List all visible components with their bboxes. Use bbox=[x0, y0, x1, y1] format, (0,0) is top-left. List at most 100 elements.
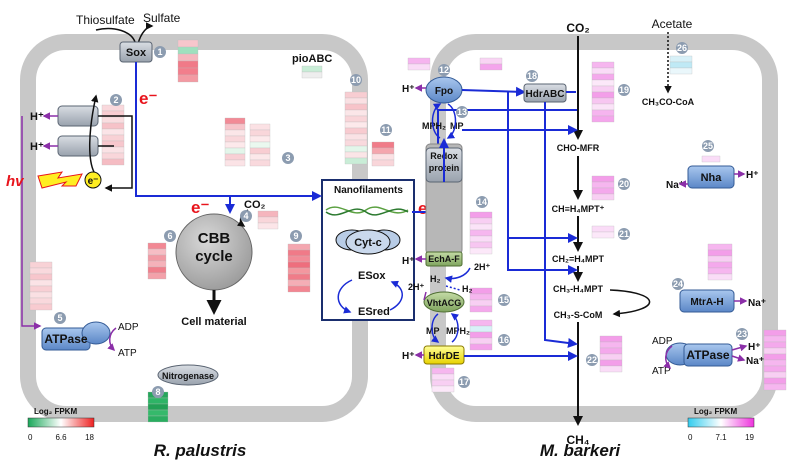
cbb-label: CBB cycle bbox=[195, 230, 233, 265]
ch3co-coa-label: CH₃CO-CoA bbox=[642, 97, 695, 107]
atpase-right-label: ATPase bbox=[686, 348, 729, 362]
badge-8-label: 8 bbox=[155, 387, 160, 397]
acetate-label: Acetate bbox=[652, 17, 693, 31]
atp-right-arrow bbox=[663, 345, 673, 370]
badge-11-label: 11 bbox=[381, 125, 391, 135]
heatmap-25 bbox=[701, 155, 721, 163]
badge-4-label: 4 bbox=[243, 211, 248, 221]
h-plus-atpase: H⁺ bbox=[748, 342, 761, 353]
badge-26 bbox=[676, 42, 688, 54]
legend-right-max: 19 bbox=[745, 433, 754, 442]
na-atpase: Na⁺ bbox=[746, 356, 764, 367]
heatmap-15 bbox=[469, 287, 493, 313]
mp-bottom-cycle-1 bbox=[430, 313, 440, 343]
badge-18-label: 18 bbox=[527, 71, 537, 81]
cell-material-label: Cell material bbox=[181, 316, 247, 328]
cell-material-wrap: Cell material bbox=[181, 316, 247, 328]
heatmap-4 bbox=[257, 210, 279, 230]
legend-right-bar bbox=[687, 417, 755, 428]
badge-21 bbox=[618, 228, 630, 240]
two-h-echa: 2H⁺ bbox=[474, 262, 491, 272]
badge-21-label: 21 bbox=[619, 229, 629, 239]
heatmap-pio bbox=[301, 65, 323, 79]
ch3-s-com-label: CH₃-S-CoM bbox=[554, 310, 603, 320]
heatmap-20 bbox=[591, 175, 615, 201]
atp-synthesis-arrow bbox=[107, 327, 117, 352]
nanofilament-2 bbox=[325, 208, 409, 216]
h-plus-nha: H⁺ bbox=[746, 170, 759, 181]
two-h-vht: 2H⁺ bbox=[408, 282, 425, 292]
heatmap-23 bbox=[763, 329, 787, 391]
nha-box bbox=[687, 165, 735, 189]
electron-flow-sox bbox=[135, 62, 322, 201]
cho-mfr-label: CHO-MFR bbox=[557, 143, 600, 153]
heatmap-6 bbox=[147, 242, 167, 280]
legend-right-title: Log₂ FPKM bbox=[694, 407, 737, 416]
badge-18 bbox=[526, 70, 538, 82]
heatmap-19 bbox=[591, 61, 615, 123]
legend-right: Log₂ FPKM 0 7.1 19 bbox=[687, 407, 755, 442]
badge-6-label: 6 bbox=[167, 231, 172, 241]
h-plus-2: H⁺ bbox=[30, 141, 44, 153]
legend-left-max: 18 bbox=[85, 433, 94, 442]
na-mtr: Na⁺ bbox=[748, 298, 766, 309]
badge-24 bbox=[672, 278, 684, 290]
h-plus-1: H⁺ bbox=[30, 111, 44, 123]
heatmap-2 bbox=[101, 104, 125, 166]
heatmap-strips bbox=[29, 39, 787, 423]
badge-10 bbox=[350, 74, 362, 86]
badge-8 bbox=[152, 386, 164, 398]
badge-9 bbox=[290, 230, 302, 242]
right-cell: CO₂ CHO-MFR CH≡H₄MPT⁺ CH₂=H₄MPT CH₃-H₄MP… bbox=[402, 17, 766, 460]
badge-5-label: 5 bbox=[57, 313, 62, 323]
badge-11 bbox=[380, 124, 392, 136]
nitrogenase-label: Nitrogenase bbox=[162, 371, 214, 381]
ch2-h4mpt-label: CH₂=H₄MPT bbox=[552, 254, 605, 264]
left-cell: Thiosulfate Sulfate Sox pioABC e⁻ e⁻ H⁺ … bbox=[6, 11, 332, 460]
badge-17 bbox=[458, 376, 470, 388]
atpase-left-label: ATPase bbox=[44, 332, 87, 346]
badge-15-label: 15 bbox=[499, 295, 509, 305]
right-organism-label: M. barkeri bbox=[540, 441, 622, 460]
na-nha: Na⁺ bbox=[666, 180, 684, 191]
badge-10-label: 10 bbox=[351, 75, 361, 85]
ch3-transfer-arrow bbox=[609, 289, 651, 318]
heatmap-26 bbox=[669, 55, 693, 75]
badge-26-label: 26 bbox=[677, 43, 687, 53]
badge-23 bbox=[736, 328, 748, 340]
heatmap-10 bbox=[344, 91, 368, 165]
number-badges: 1 2 3 4 5 6 8 9 10 11 12 13 14 15 16 17 … bbox=[54, 42, 748, 398]
legend-left-mid: 6.6 bbox=[55, 433, 67, 442]
atpase-na-arrow bbox=[731, 354, 746, 362]
badge-6 bbox=[164, 230, 176, 242]
co2-left: CO₂ bbox=[244, 199, 266, 211]
heatmap-5 bbox=[29, 261, 53, 311]
nanofilament-1 bbox=[325, 206, 409, 214]
h2-dashed-arrow bbox=[445, 285, 461, 291]
electron-circle bbox=[84, 171, 102, 189]
badge-25-label: 25 bbox=[703, 141, 713, 151]
ch4-label: CH₄ bbox=[566, 433, 589, 447]
badge-22-label: 22 bbox=[587, 355, 597, 365]
badge-2 bbox=[110, 94, 122, 106]
sox-label: Sox bbox=[126, 47, 147, 59]
heatmap-11 bbox=[371, 141, 395, 167]
badge-1-label: 1 bbox=[157, 47, 162, 57]
atpase-right-box bbox=[683, 343, 733, 367]
legend-right-min: 0 bbox=[688, 433, 693, 442]
badge-3-label: 3 bbox=[285, 153, 290, 163]
electron-label-2: e⁻ bbox=[191, 198, 209, 217]
adp-right: ADP bbox=[652, 336, 673, 347]
badge-16-label: 16 bbox=[499, 335, 509, 345]
echa-label: EchA-F bbox=[428, 254, 460, 264]
cbb-label-wrap: CBB cycle bbox=[195, 230, 233, 265]
legend-left-bar bbox=[27, 417, 95, 428]
atpase-left-head bbox=[81, 321, 111, 345]
cytc-label: Cyt-c bbox=[354, 237, 382, 249]
cyclic-path-right bbox=[98, 115, 133, 192]
membrane-complex-bottom bbox=[57, 135, 99, 157]
badge-5 bbox=[54, 312, 66, 324]
badge-3 bbox=[282, 152, 294, 164]
es-red-label: ESred bbox=[358, 306, 390, 318]
badge-4 bbox=[240, 210, 252, 222]
